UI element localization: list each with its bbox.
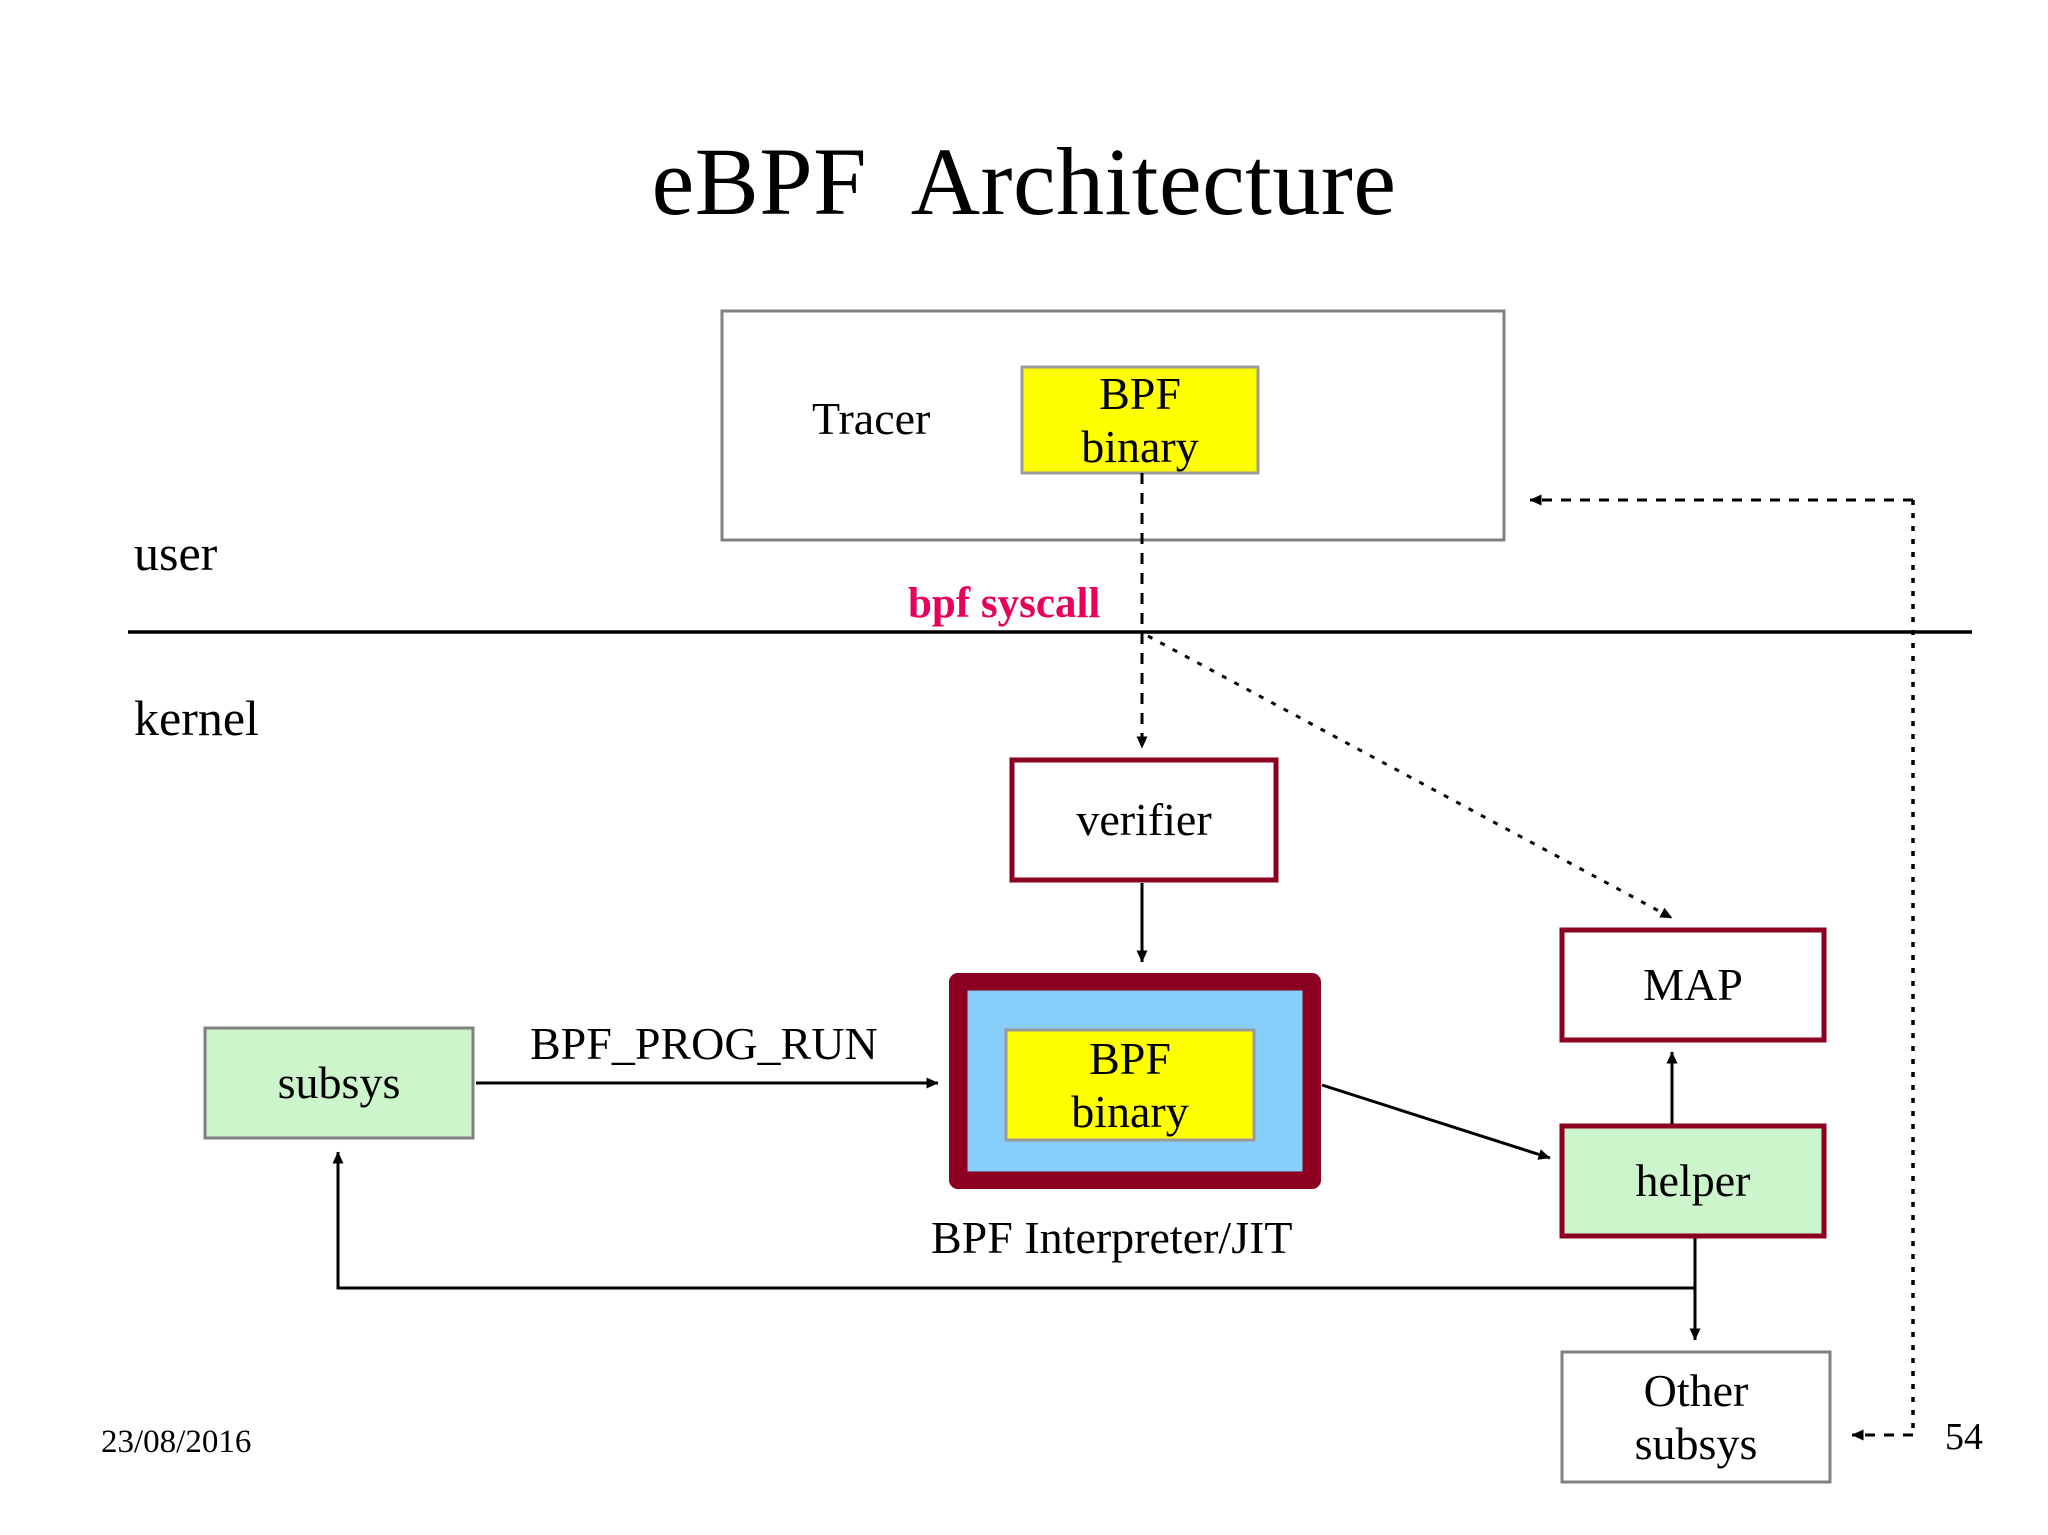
- subsys-box: [203, 1026, 475, 1140]
- bpf-binary-user-box: [1020, 365, 1260, 475]
- verifier-label: verifier: [1076, 794, 1212, 846]
- label-bpf-prog-run: BPF_PROG_RUN: [530, 1018, 878, 1069]
- bpf-binary-kernel-box: [1004, 1028, 1256, 1142]
- slide-date: 23/08/2016: [101, 1424, 252, 1460]
- helper-box: [1559, 1123, 1827, 1239]
- map-label: MAP: [1643, 959, 1743, 1011]
- connector-interpreter-to-helper: [1321, 1083, 1551, 1160]
- map-box: [1559, 927, 1827, 1043]
- subsys-label: subsys: [277, 1057, 401, 1109]
- connector-syscall-to-map: [1147, 634, 1673, 920]
- label-user: user: [134, 525, 218, 581]
- slide-page-number: 54: [1945, 1416, 1983, 1458]
- label-bpf-interpreter-jit: BPF Interpreter/JIT: [931, 1212, 1293, 1263]
- helper-label: helper: [1635, 1155, 1751, 1207]
- label-bpf-syscall: bpf syscall: [908, 580, 1101, 627]
- connector-helper-to-subsys-feedback: [332, 1151, 1697, 1290]
- verifier-box: [1009, 757, 1279, 883]
- label-kernel: kernel: [134, 690, 259, 746]
- label-tracer: Tracer: [812, 393, 931, 444]
- page-title: eBPF Architecture: [651, 128, 1397, 235]
- other-subsys-box: [1560, 1350, 1832, 1484]
